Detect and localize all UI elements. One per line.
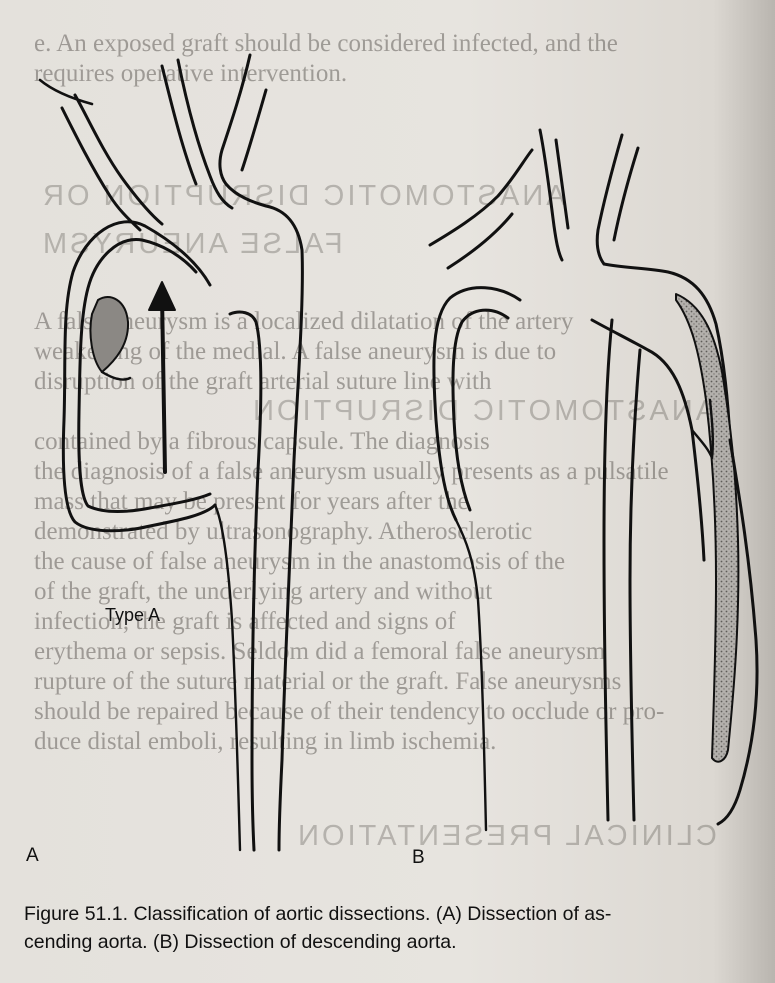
- flow-arrow-head: [149, 282, 175, 310]
- descending-aorta-left-wall: [604, 320, 612, 820]
- panel-b-label: B: [412, 847, 425, 869]
- panel-a-label: A: [26, 845, 39, 867]
- panel-b-ascending-wall: [434, 288, 520, 520]
- caption-line: cending aorta. (B) Dissection of descend…: [24, 928, 764, 956]
- panel-a-aorta-drawing: [40, 55, 302, 850]
- aortic-arch-inner-wall: [230, 312, 261, 850]
- dissection-flap: [90, 297, 128, 372]
- false-lumen-shading: [676, 294, 738, 762]
- panel-b-left-carotid-inner: [556, 140, 568, 228]
- caption-line: Figure 51.1. Classification of aortic di…: [24, 900, 764, 928]
- descending-aorta-outer: [215, 505, 240, 850]
- left-carotid-branch-inner: [162, 66, 196, 184]
- right-subclavian-stub: [40, 80, 92, 104]
- left-carotid-branch: [178, 60, 232, 208]
- left-subclavian-branch: [220, 55, 250, 184]
- panel-b-aorta-drawing: [430, 130, 757, 830]
- descending-aorta-mid-wall: [630, 350, 640, 820]
- type-a-label: Type A: [105, 605, 160, 626]
- panel-b-ascending-inner-wall: [453, 310, 508, 510]
- figure-caption: Figure 51.1. Classification of aortic di…: [24, 900, 764, 956]
- brachiocephalic-branch-inner: [62, 108, 140, 230]
- panel-b-downstream: [456, 520, 486, 830]
- left-subclavian-branch-inner: [242, 90, 266, 170]
- flow-arrow-shaft: [162, 295, 165, 472]
- panel-b-left-subclavian: [597, 135, 622, 264]
- dissection-flap-edge: [102, 372, 130, 380]
- panel-b-left-subclavian-inner: [614, 148, 638, 240]
- panel-b-brachiocephalic: [430, 150, 532, 245]
- ascending-aorta-inner-wall: [79, 240, 210, 512]
- panel-b-brachiocephalic-inner: [448, 214, 512, 268]
